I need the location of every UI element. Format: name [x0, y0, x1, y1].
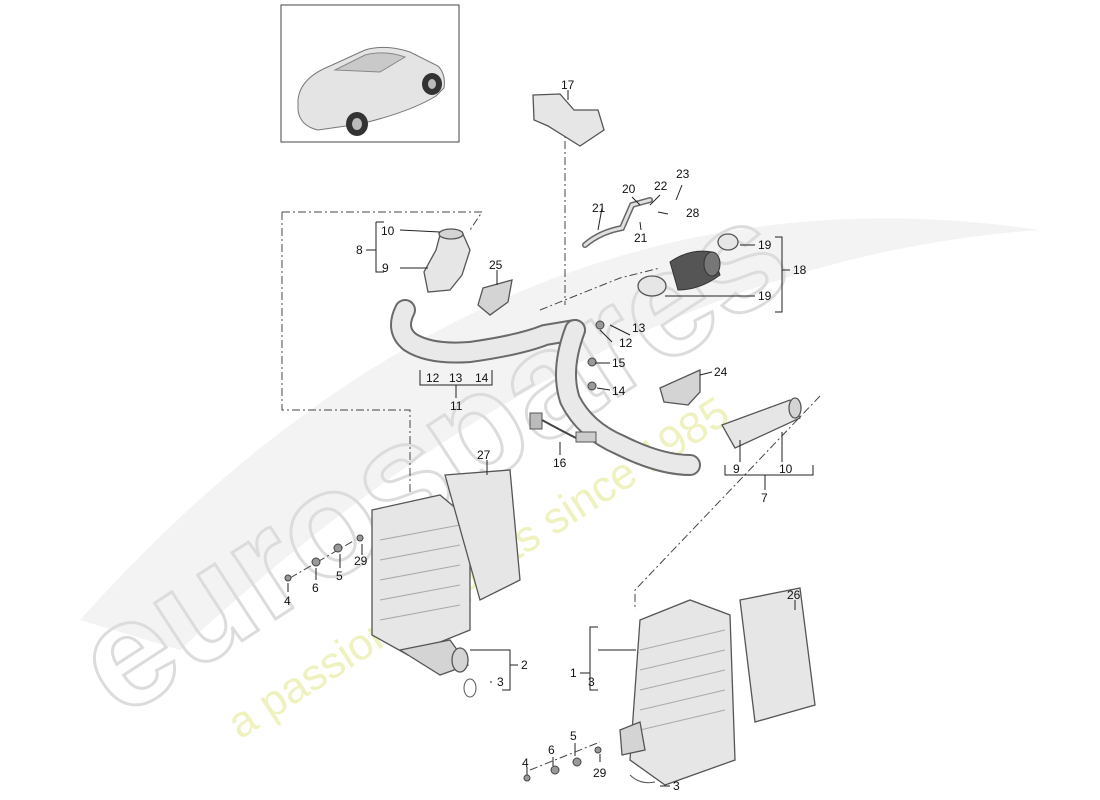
- intercooler-right-part: [619, 587, 816, 786]
- callout-5: 5: [336, 569, 343, 583]
- callout-14: 14: [612, 384, 626, 398]
- callout-19: 19: [758, 289, 772, 303]
- callout-19: 19: [758, 238, 772, 252]
- callout-3: 3: [673, 779, 680, 793]
- callout-12: 12: [619, 336, 633, 350]
- callout-3: 3: [497, 675, 504, 689]
- callout-7: 7: [761, 491, 768, 505]
- callout-9: 9: [382, 261, 389, 275]
- callout-25: 25: [489, 258, 503, 272]
- bracket-24-part: [659, 368, 701, 406]
- callout-22: 22: [654, 179, 668, 193]
- callout-4: 4: [284, 594, 291, 608]
- callout-lines: [287, 90, 814, 787]
- intercooler-left-part: [371, 469, 521, 676]
- bracket-25-part: [477, 279, 513, 316]
- callout-14: 14: [475, 371, 489, 385]
- callout-12: 12: [426, 371, 440, 385]
- callout-21: 21: [634, 231, 648, 245]
- watermark: eurospares a passion for parts since 198…: [44, 164, 1040, 748]
- hardware: [284, 320, 656, 784]
- callout-13: 13: [449, 371, 463, 385]
- callout-29: 29: [593, 766, 607, 780]
- callout-10: 10: [779, 462, 793, 476]
- callout-4: 4: [522, 756, 529, 770]
- callout-8: 8: [356, 243, 363, 257]
- callout-18: 18: [793, 263, 807, 277]
- sensor-16-part: [529, 412, 597, 443]
- callout-6: 6: [548, 743, 555, 757]
- callout-5: 5: [570, 729, 577, 743]
- callout-10: 10: [381, 224, 395, 238]
- car-body: [297, 46, 445, 131]
- hose-18-part: [637, 233, 739, 297]
- callout-1: 1: [570, 666, 577, 680]
- car-window: [333, 52, 407, 73]
- callout-3: 3: [588, 675, 595, 689]
- callout-16: 16: [553, 456, 567, 470]
- callout-21: 21: [592, 201, 606, 215]
- callout-20: 20: [622, 182, 636, 196]
- callout-15: 15: [612, 356, 626, 370]
- callouts: 17 10 8 9 25 12 13 14 11 13 12 15 14 24 …: [284, 78, 807, 793]
- callout-29: 29: [354, 554, 368, 568]
- vehicle-thumbnail: [280, 4, 460, 143]
- callout-9: 9: [733, 462, 740, 476]
- heat-shield-part: [532, 93, 605, 147]
- callout-24: 24: [714, 365, 728, 379]
- callout-2: 2: [521, 658, 528, 672]
- callout-27: 27: [477, 448, 491, 462]
- callout-28: 28: [686, 206, 700, 220]
- callout-17: 17: [561, 78, 575, 92]
- callout-26: 26: [787, 588, 801, 602]
- callout-6: 6: [312, 581, 319, 595]
- watermark-swoosh: [80, 218, 1040, 650]
- assembly-lines: [281, 125, 821, 771]
- hose-7-part: [721, 399, 801, 449]
- callout-23: 23: [676, 167, 690, 181]
- callout-13: 13: [632, 321, 646, 335]
- hose-upper-left-part: [423, 231, 471, 293]
- callout-11: 11: [450, 399, 463, 413]
